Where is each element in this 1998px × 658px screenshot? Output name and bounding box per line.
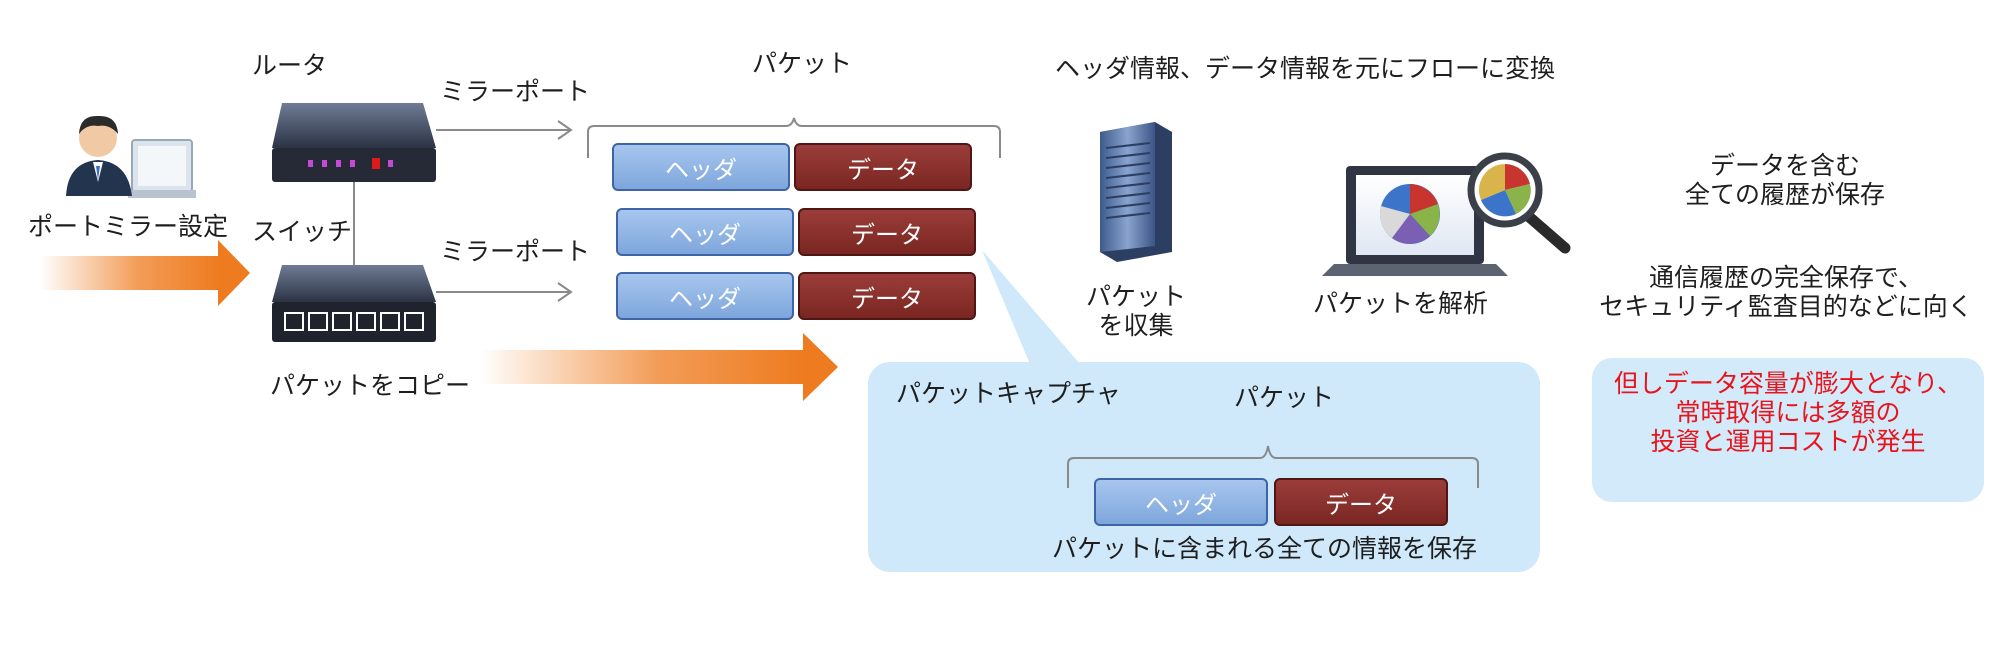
summary-audit-text: 通信履歴の完全保存で、 セキュリティ監査目的などに向く [1595,263,1977,322]
capture-packet-label: パケット [1234,383,1335,412]
router-label: ルータ [252,51,328,80]
port-mirror-setting-label: ポートミラー設定 [28,212,229,241]
packet-capture-title: パケットキャプチャ [896,379,1121,408]
packet-capture-panel [868,362,1540,572]
capture-caption: パケットに含まれる全ての情報を保存 [1052,534,1478,563]
mirror-port-top-label: ミラーポート [440,77,591,106]
summary-line-3: 通信履歴の完全保存で、 [1648,263,1923,292]
orange-arrow-left [40,240,250,306]
summary-line-2: 全ての履歴が保存 [1684,179,1885,209]
warning-line-1: 但しデータ容量が膨大となり、 [1613,369,1963,398]
capture-callout-pointer [982,250,1080,364]
capture-packet-brace [1067,445,1479,488]
switch-icon [272,265,436,342]
user-at-computer-icon [66,115,196,198]
cost-warning-text: 但しデータ容量が膨大となり、 常時取得には多額の 投資と運用コストが発生 [1592,369,1984,456]
summary-line-1: データを含む [1709,151,1860,180]
packet-3-data: データ [798,272,976,320]
packet-1-data: データ [794,143,972,191]
convert-flow-label: ヘッダ情報、データ情報を元にフローに変換 [1055,54,1556,83]
packet-1-header: ヘッダ [612,143,790,191]
mirror-arrow-top [436,120,573,140]
laptop-chart-icon [1322,166,1508,276]
warning-line-3: 投資と運用コストが発生 [1650,426,1926,456]
copy-packets-label: パケットをコピー [270,371,471,400]
capture-packet-header: ヘッダ [1094,478,1268,526]
packet-brace-top [587,117,1001,158]
mirror-arrow-bottom [436,282,573,302]
magnifier-pie-icon [1467,152,1571,254]
packet-2-data: データ [798,208,976,256]
cost-warning-panel [1592,358,1984,502]
router-icon [272,103,436,182]
mirror-port-bottom-label: ミラーポート [440,237,591,266]
packet-2-header: ヘッダ [616,208,794,256]
summary-history-text: データを含む 全ての履歴が保存 [1600,151,1970,210]
switch-label: スイッチ [252,217,353,246]
server-icon [1100,122,1172,262]
collect-packets-label: パケット を収集 [1076,282,1196,341]
summary-line-4: セキュリティ監査目的などに向く [1599,291,1973,321]
warning-line-2: 常時取得には多額の [1675,397,1901,427]
capture-packet-data: データ [1274,478,1448,526]
packet-3-header: ヘッダ [616,272,794,320]
collect-packets-line-2: を収集 [1098,310,1174,340]
analyze-packets-label: パケットを解析 [1313,289,1489,318]
packet-top-label: パケット [752,49,853,78]
collect-packets-line-1: パケット [1085,282,1186,311]
orange-arrow-center [480,333,838,401]
